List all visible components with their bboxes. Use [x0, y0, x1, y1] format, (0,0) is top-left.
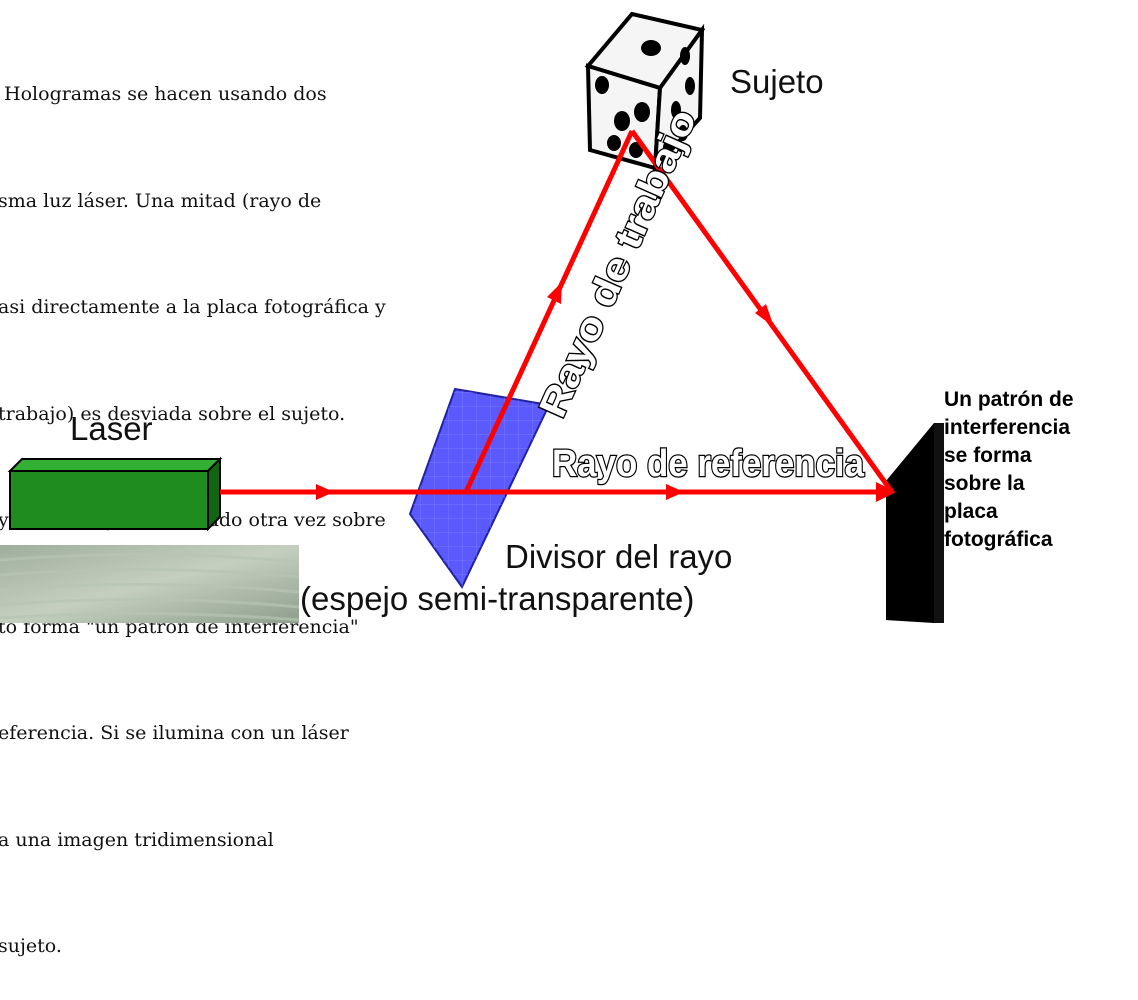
subject-label: Sujeto: [730, 63, 824, 100]
plate-caption: Un patrón de interferencia se forma sobr…: [944, 386, 1134, 554]
plate-caption-line: se forma: [944, 444, 1032, 467]
laser-beams: [220, 129, 895, 495]
paragraph-line: trabajo) es desviada sobre el sujeto.: [0, 402, 346, 425]
plate-caption-line: sobre la: [944, 472, 1025, 495]
reference-beam-label: Rayo de referencia: [552, 443, 865, 485]
paragraph-line: a una imagen tridimensional: [0, 828, 274, 851]
splitter-label: Divisor del rayo: [505, 538, 733, 575]
paragraph-line: asi directamente a la placa fotográfica …: [0, 296, 386, 318]
plate-caption-line: Un patrón de: [944, 388, 1074, 411]
paragraph-line: Hologramas se hacen usando dos: [0, 83, 327, 105]
plate-caption-line: interferencia: [944, 416, 1071, 439]
arrow-down-icon: [755, 304, 774, 327]
beam-arrows: [316, 282, 896, 502]
arrow-right-icon: [666, 484, 684, 500]
beam-splitter: [408, 387, 551, 589]
hologram-diagram: Rayo de trabajo Rayo de referencia: [0, 11, 944, 623]
paragraph-line: sujeto.: [0, 935, 62, 957]
plate-caption-line: fotográfica: [944, 528, 1053, 551]
splitter-sublabel: (espejo semi-transparente): [300, 580, 695, 617]
photographic-plate: [886, 423, 944, 623]
laser-device: [7, 456, 223, 532]
plate-caption-line: placa: [944, 500, 998, 523]
paragraph-line: eferencia. Si se ilumina con un láser: [0, 722, 349, 744]
laser-label: Laser: [70, 410, 153, 447]
arrow-right-icon: [316, 484, 334, 500]
paragraph-line: sma luz láser. Una mitad (rayo de: [0, 189, 322, 212]
work-beam-to-subject: [463, 129, 635, 494]
hologram-photo: [0, 545, 300, 623]
arrow-up-icon: [547, 282, 562, 304]
arrow-right-icon: [876, 482, 896, 502]
